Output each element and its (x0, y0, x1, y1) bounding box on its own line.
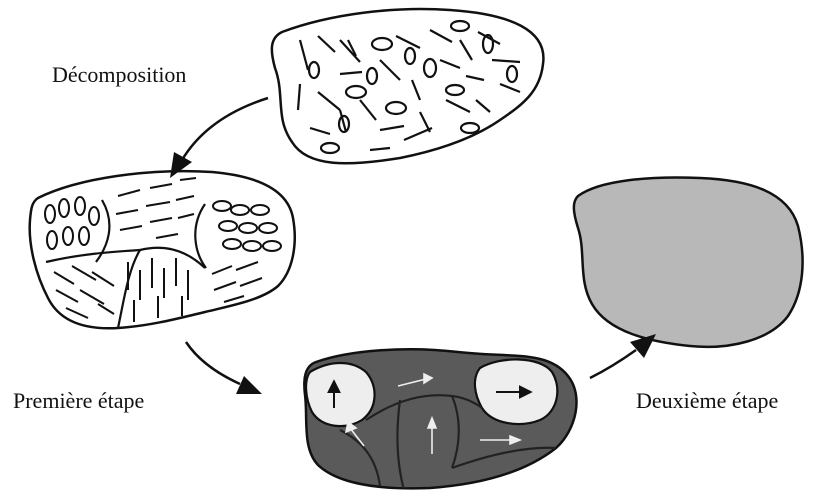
first-step-blob (304, 349, 576, 490)
arrow-to-intermediate (170, 98, 268, 178)
second-step-blob (574, 178, 803, 347)
arrow-to-second-step (590, 334, 656, 378)
arrow-to-first-step (186, 342, 262, 394)
decomposition-label: Décomposition (52, 62, 186, 88)
second-step-label: Deuxième étape (636, 388, 778, 414)
first-step-label: Première étape (13, 388, 144, 414)
intermediate-blob (30, 171, 295, 328)
decomposition-blob (272, 9, 544, 163)
